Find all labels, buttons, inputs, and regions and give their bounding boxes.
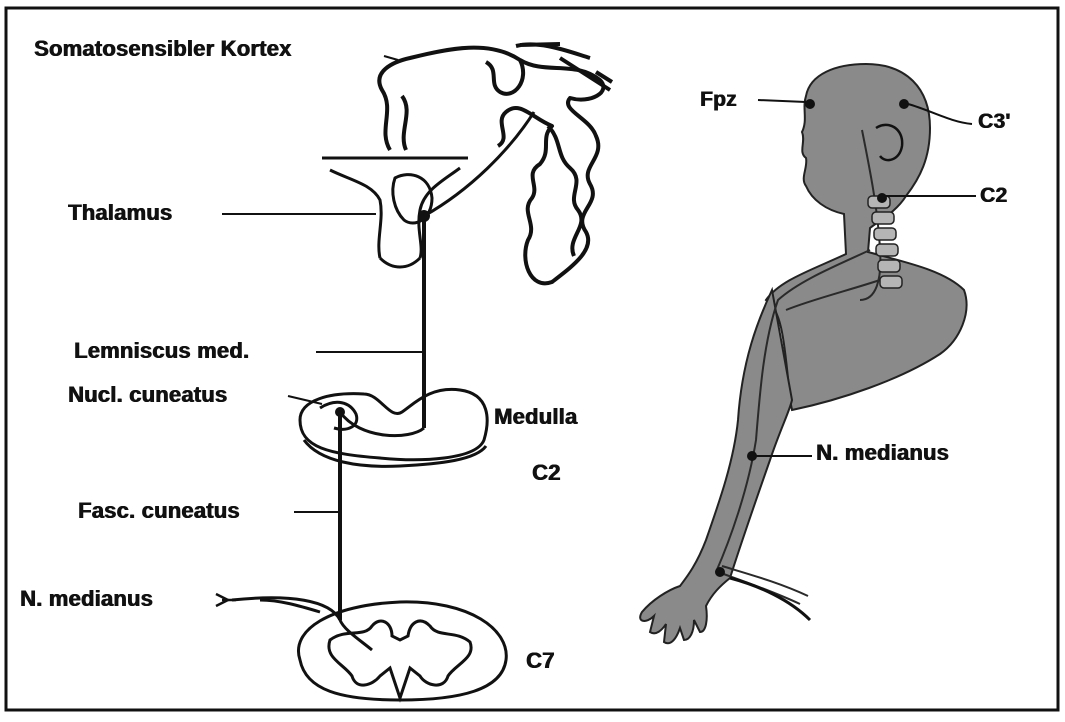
somatosensory-cortex	[379, 44, 612, 283]
electrode-arm	[747, 451, 757, 461]
medial-lemniscus-arc	[340, 412, 424, 436]
n-medianus-left-label: N. medianus	[20, 586, 153, 612]
c7-label: C7	[526, 648, 555, 674]
c3-label: C3'	[978, 110, 1010, 134]
medulla-label: Medulla	[494, 404, 577, 430]
spinal-cord-section	[260, 600, 506, 700]
lemniscus-label: Lemniscus med.	[74, 338, 249, 364]
thalamus-structure	[322, 158, 468, 267]
fasc-cuneatus-label: Fasc. cuneatus	[78, 498, 240, 524]
human-figure	[640, 64, 966, 643]
head-silhouette	[766, 64, 967, 410]
medulla-section	[300, 389, 487, 466]
electrode-c2	[877, 193, 887, 203]
electrode-c3	[899, 99, 909, 109]
nucl-cuneatus-label: Nucl. cuneatus	[68, 382, 227, 408]
arrow-marker	[216, 594, 236, 606]
c2-label: C2	[980, 184, 1007, 208]
fpz-label: Fpz	[700, 88, 737, 112]
leader-lines-left	[222, 56, 424, 512]
thalamus-label: Thalamus	[68, 200, 172, 226]
stimulation-cable	[730, 578, 810, 620]
electrode-fpz	[805, 99, 815, 109]
medulla-level-label: C2	[532, 460, 561, 486]
cortex-label: Somatosensibler Kortex	[34, 36, 291, 62]
thalamocortical-fiber	[424, 112, 534, 216]
electrode-wrist	[715, 567, 725, 577]
n-medianus-right-label: N. medianus	[816, 440, 949, 466]
